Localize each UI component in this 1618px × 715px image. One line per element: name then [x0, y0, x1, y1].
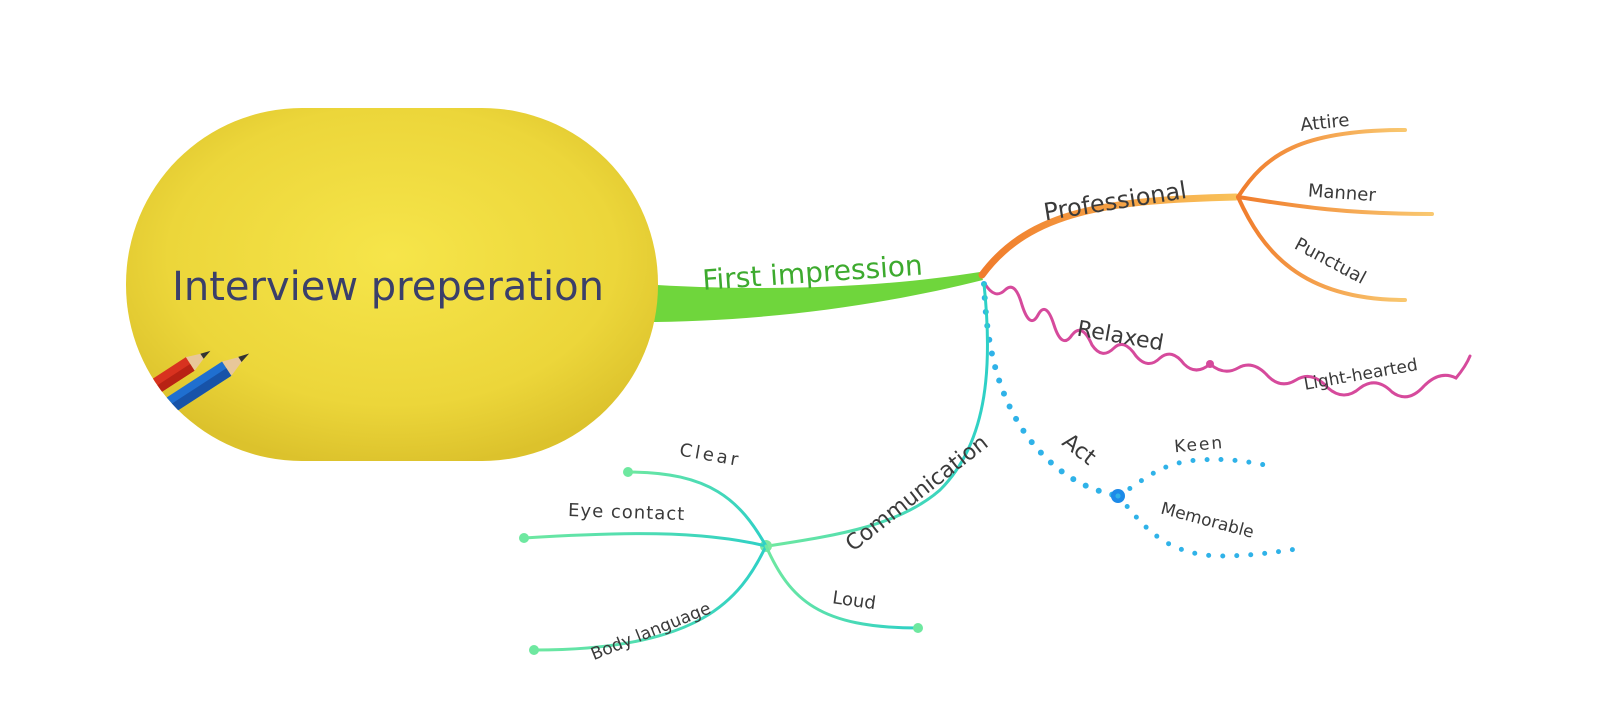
leaf-clear-connector [626, 470, 768, 548]
branch-professional-connector [978, 193, 1240, 279]
branch-relaxed-connector [983, 282, 1212, 372]
leaf-manner-connector [1236, 195, 1434, 216]
leaf-loud-dot [913, 623, 923, 633]
leaf-attire-connector [1236, 128, 1407, 199]
leaf-light-hearted-connector [1208, 354, 1472, 399]
leaf-eye-contact-dot [519, 533, 529, 543]
leaf-punctual-connector [1236, 195, 1407, 302]
leaf-clear-label[interactable]: Clear [678, 440, 743, 471]
leaf-memorable-label[interactable]: Memorable [1159, 499, 1256, 543]
leaf-body-language-label[interactable]: Body language [588, 599, 714, 665]
leaf-manner-label[interactable]: Manner [1307, 180, 1377, 206]
leaf-attire-label[interactable]: Attire [1299, 110, 1350, 136]
leaf-keen-label[interactable]: Keen [1173, 433, 1225, 457]
leaf-punctual-label[interactable]: Punctual [1291, 234, 1370, 289]
leaf-loud-label[interactable]: Loud [831, 587, 877, 614]
central-topic[interactable]: Interview preperation [119, 108, 658, 461]
branch-communication-connector [766, 282, 990, 548]
leaf-body-language-dot [529, 645, 539, 655]
branch-relaxed-label[interactable]: Relaxed [1075, 317, 1165, 357]
leaf-keen-connector [1115, 456, 1273, 499]
branch-professional-label[interactable]: Professional [1042, 176, 1189, 226]
leaf-clear-dot [623, 467, 633, 477]
main-branch-connector [640, 272, 983, 322]
branch-communication-label[interactable]: Communication [841, 430, 993, 556]
leaf-body-language-connector [532, 544, 768, 652]
leaf-eye-contact-label[interactable]: Eye contact [568, 500, 686, 525]
branch-act-label[interactable]: Act [1057, 429, 1101, 471]
leaf-eye-contact-connector [522, 532, 768, 548]
leaf-memorable-connector [1115, 493, 1308, 559]
central-topic-label: Interview preperation [172, 264, 604, 310]
leaf-loud-connector [764, 544, 920, 630]
